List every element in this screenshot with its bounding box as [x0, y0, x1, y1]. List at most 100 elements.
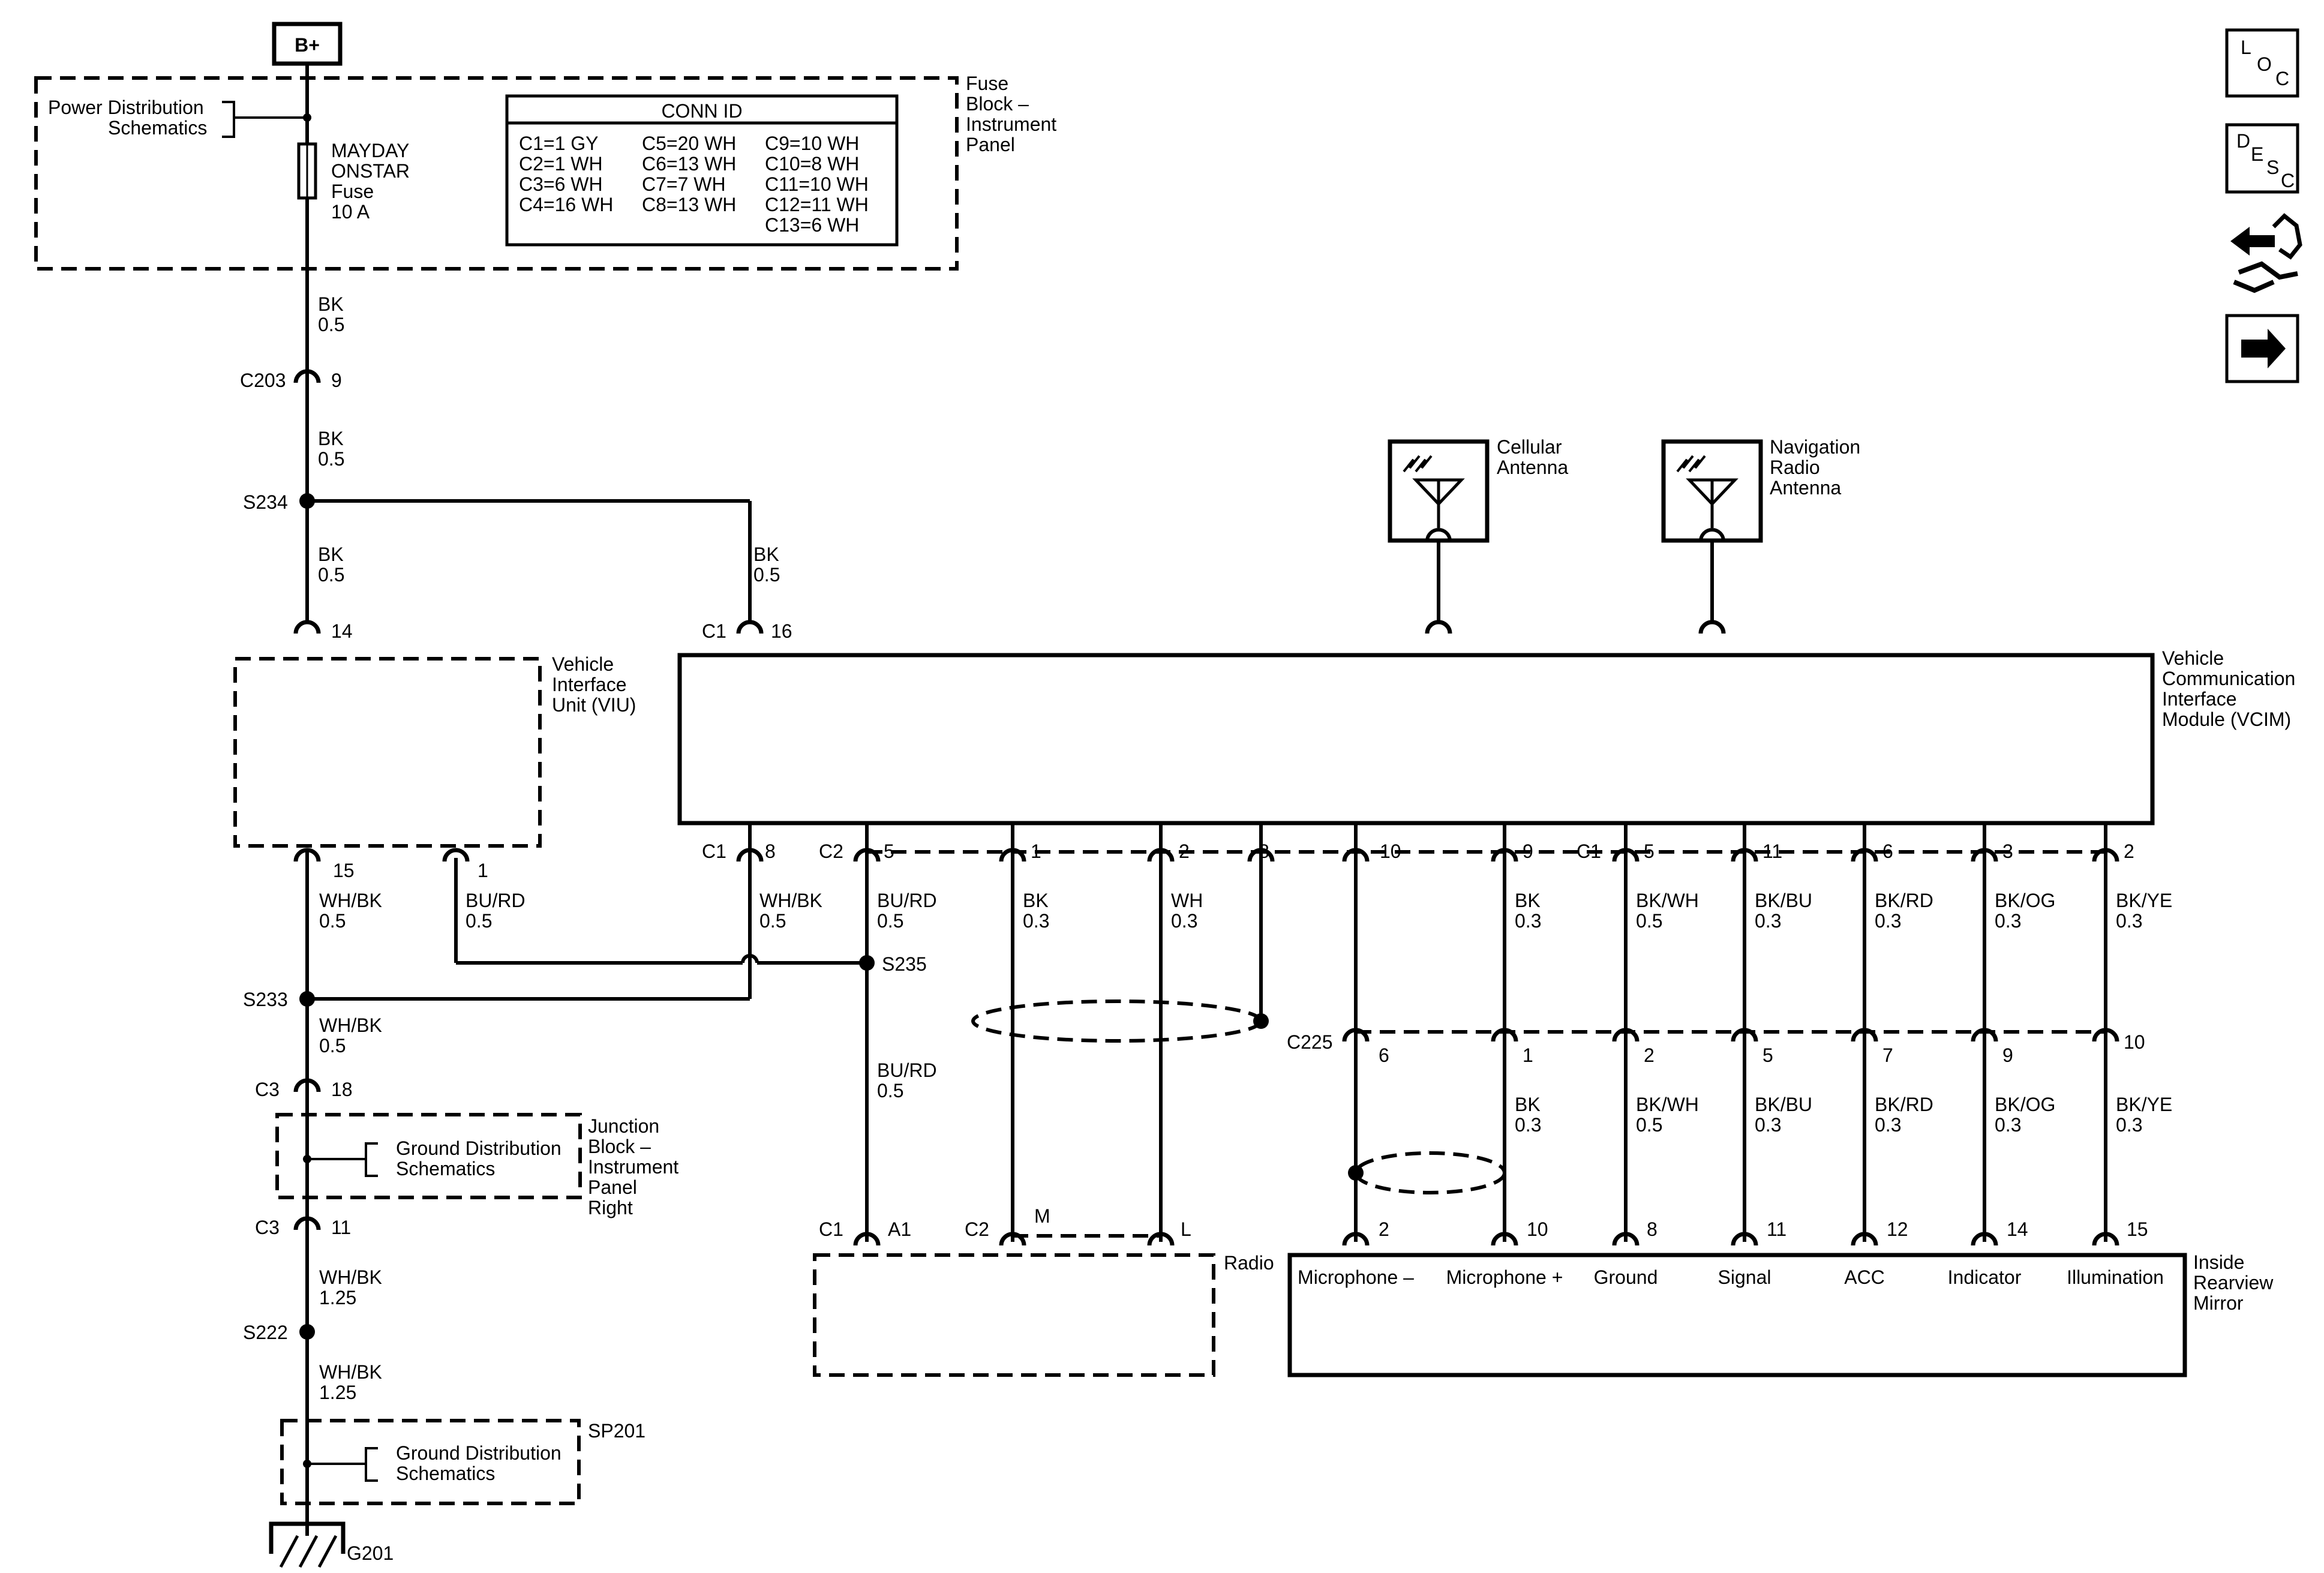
c225-pin-2: 2: [1644, 1044, 1655, 1066]
cellular-antenna-label-2: Antenna: [1497, 457, 1568, 478]
sp201-ground-dist-2: Schematics: [396, 1463, 495, 1484]
vcim-wire-8-color: BK/RD: [1875, 890, 1933, 911]
power-distribution-ref: Power Distribution Schematics: [48, 97, 307, 139]
conn-id-c3: C3=6 WH: [519, 173, 603, 195]
g201-label: G201: [347, 1542, 394, 1564]
vcim-top-pin: 16: [771, 620, 792, 642]
sp201-ground-dist-1: Ground Distribution: [396, 1442, 562, 1464]
fuse-name-3: Fuse: [331, 181, 374, 202]
c3-b-pin: 11: [331, 1217, 351, 1238]
mirror-terminal-signal: Signal: [1718, 1266, 1771, 1288]
nav-antenna-label-1: Navigation: [1770, 436, 1860, 458]
mirror-terminal-acc: ACC: [1844, 1266, 1885, 1288]
s234-splice: [299, 493, 315, 509]
vcim-label-4: Module (VCIM): [2162, 709, 2291, 730]
sp201-outline: [280, 1419, 581, 1505]
mirror-box: [1287, 1253, 2187, 1377]
vcim-label-2: Communication: [2162, 668, 2295, 689]
wire-label-3-color: BK: [318, 544, 344, 565]
junction-ground-dist-2: Schematics: [396, 1158, 495, 1179]
c225-wire-2-gauge: 0.5: [1636, 1114, 1662, 1136]
vcim-wire-5-gauge: 0.3: [1515, 910, 1541, 932]
desc-letter-e: E: [2251, 143, 2263, 165]
c3-b-label: C3: [255, 1217, 280, 1238]
junction-label-5: Right: [588, 1197, 633, 1218]
vcim-wire-5-color: BK: [1515, 890, 1541, 911]
vcim-wire-7-color: BK/BU: [1755, 890, 1812, 911]
sp201-label: SP201: [588, 1420, 645, 1442]
loc-letter-o: O: [2257, 53, 2272, 75]
wire-label-10-gauge: 1.25: [319, 1382, 356, 1403]
c225-wire-6-gauge: 0.3: [2116, 1114, 2142, 1136]
desc-letter-s: S: [2266, 157, 2279, 178]
vcim-wire-6-gauge: 0.5: [1636, 910, 1662, 932]
mirror-label-2: Rearview: [2193, 1272, 2274, 1293]
wire-label-8-gauge: 0.5: [319, 1035, 346, 1056]
loc-button[interactable]: L O C: [2225, 28, 2299, 98]
mirror-pin-15: 15: [2127, 1218, 2148, 1240]
arrow-right-icon: [2241, 329, 2286, 368]
wire-label-7-gauge: 0.5: [759, 910, 786, 932]
conn-id-c1: C1=1 GY: [519, 133, 599, 154]
vcim-wire-2-color: BU/RD: [877, 890, 937, 911]
conn-id-c10: C10=8 WH: [765, 153, 859, 175]
vcim-label-3: Interface: [2162, 688, 2237, 710]
fuse-block-outline: [34, 76, 959, 271]
power-dist-line-2: Schematics: [108, 117, 207, 139]
conn-id-c9: C9=10 WH: [765, 133, 859, 154]
s234-label: S234: [243, 491, 288, 513]
c225-wire-5-gauge: 0.3: [1995, 1114, 2021, 1136]
vcim-pin-2b: 2: [2124, 840, 2134, 862]
vcim-pin-8: 8: [765, 840, 776, 862]
battery-supply-box: B+: [272, 22, 343, 66]
radio-c1-label: C1: [819, 1218, 843, 1240]
vcim-wire-8-gauge: 0.3: [1875, 910, 1901, 932]
vcim-wire-7-gauge: 0.3: [1755, 910, 1781, 932]
junction-label-2: Block –: [588, 1136, 651, 1157]
wire-label-2-gauge: 0.5: [318, 448, 344, 470]
mic-shield-drain-dot: [1348, 1165, 1364, 1181]
vcim-label-1: Vehicle: [2162, 647, 2224, 669]
c225-wire-5-color: BK/OG: [1995, 1094, 2055, 1115]
vcim-pin-10: 10: [1380, 840, 1401, 862]
conn-id-c2: C2=1 WH: [519, 153, 603, 175]
c3-a-label: C3: [255, 1079, 280, 1100]
c3-a-pin: 18: [331, 1079, 353, 1100]
wire-label-9-gauge: 1.25: [319, 1287, 356, 1308]
fuse-block-label-3: Instrument: [966, 113, 1056, 135]
vcim-wire-6-color: BK/WH: [1636, 890, 1699, 911]
vcim-wire-2-gauge: 0.5: [877, 910, 903, 932]
mirror-terminal-ground: Ground: [1594, 1266, 1658, 1288]
connector-end-view-icon[interactable]: [2230, 213, 2302, 293]
shield-drain-dot: [1253, 1013, 1269, 1029]
conn-id-c11: C11=10 WH: [765, 173, 869, 195]
wire-label-7-color: WH/BK: [759, 890, 822, 911]
mirror-label-1: Inside: [2193, 1251, 2244, 1273]
viu-pin14: 14: [331, 620, 353, 642]
radio-m-label: M: [1034, 1205, 1050, 1227]
next-page-button[interactable]: [2225, 314, 2299, 383]
nav-antenna-label-2: Radio: [1770, 457, 1820, 478]
fuse-name-1: MAYDAY: [331, 140, 409, 161]
s233-splice: [299, 991, 315, 1007]
junction-ground-dist-1: Ground Distribution: [396, 1137, 562, 1159]
radio-c2-label: C2: [965, 1218, 989, 1240]
viu-pin15: 15: [333, 860, 355, 881]
loc-letter-l: L: [2241, 37, 2251, 58]
loc-letter-c: C: [2275, 68, 2289, 89]
fuse-block-label-1: Fuse: [966, 73, 1008, 94]
conn-id-c12: C12=11 WH: [765, 194, 869, 215]
wire-label-6-color: BU/RD: [466, 890, 526, 911]
nav-antenna: [1661, 439, 1763, 543]
c225-wire-3-color: BK/BU: [1755, 1094, 1812, 1115]
vcim-wire-3-color: BK: [1023, 890, 1049, 911]
vcim-conn-c1-a: C1: [702, 840, 726, 862]
desc-button[interactable]: D E S C: [2225, 123, 2299, 194]
c225-wire-3-gauge: 0.3: [1755, 1114, 1781, 1136]
vcim-top-conn: C1: [702, 620, 726, 642]
vcim-conn-c2: C2: [819, 840, 843, 862]
mirror-terminal-indicator: Indicator: [1948, 1266, 2022, 1288]
vcim-pin-11: 11: [1762, 840, 1782, 862]
vcim-pin-9: 9: [1523, 840, 1533, 862]
